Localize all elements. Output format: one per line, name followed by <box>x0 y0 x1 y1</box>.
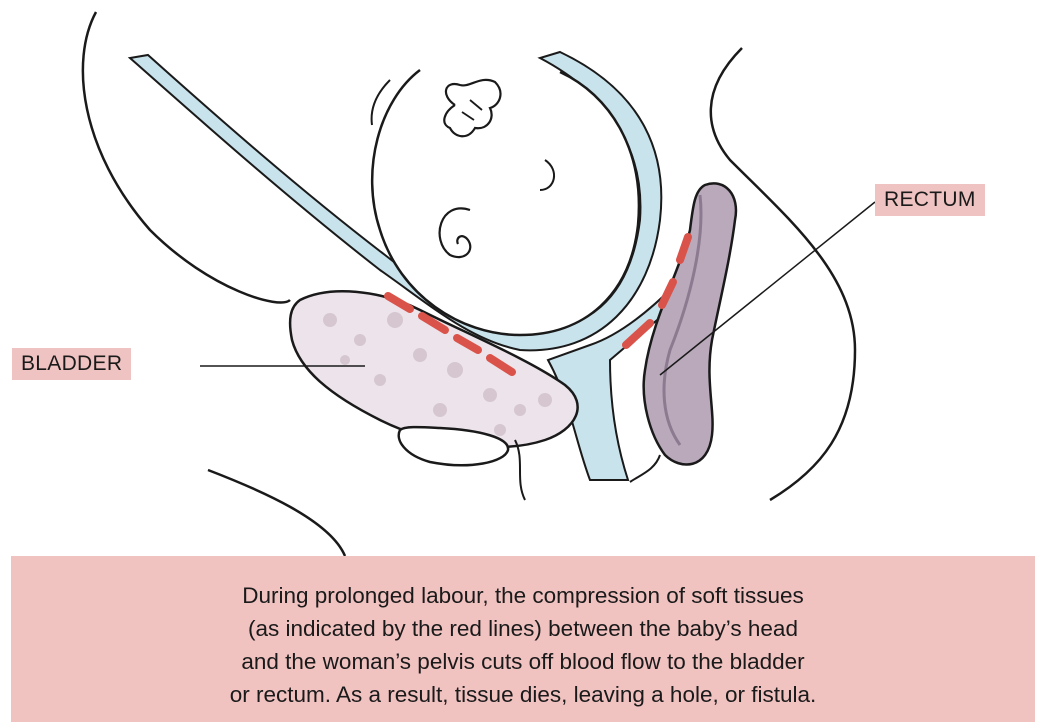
pelvic-anatomy-illustration <box>0 0 1041 556</box>
baby-head <box>372 70 639 335</box>
bladder-label: BLADDER <box>12 348 131 380</box>
maternal-buttock-outline <box>208 470 345 556</box>
caption-line: or rectum. As a result, tissue dies, lea… <box>11 678 1035 711</box>
anal-canal <box>630 455 660 482</box>
caption-line: and the woman’s pelvis cuts off blood fl… <box>11 645 1035 678</box>
urethra <box>515 440 525 500</box>
rectum-label: RECTUM <box>875 184 985 216</box>
caption-line: During prolonged labour, the compression… <box>11 579 1035 612</box>
caption-line: (as indicated by the red lines) between … <box>11 612 1035 645</box>
caption-box: During prolonged labour, the compression… <box>11 556 1035 722</box>
maternal-abdomen-outline <box>711 48 855 500</box>
